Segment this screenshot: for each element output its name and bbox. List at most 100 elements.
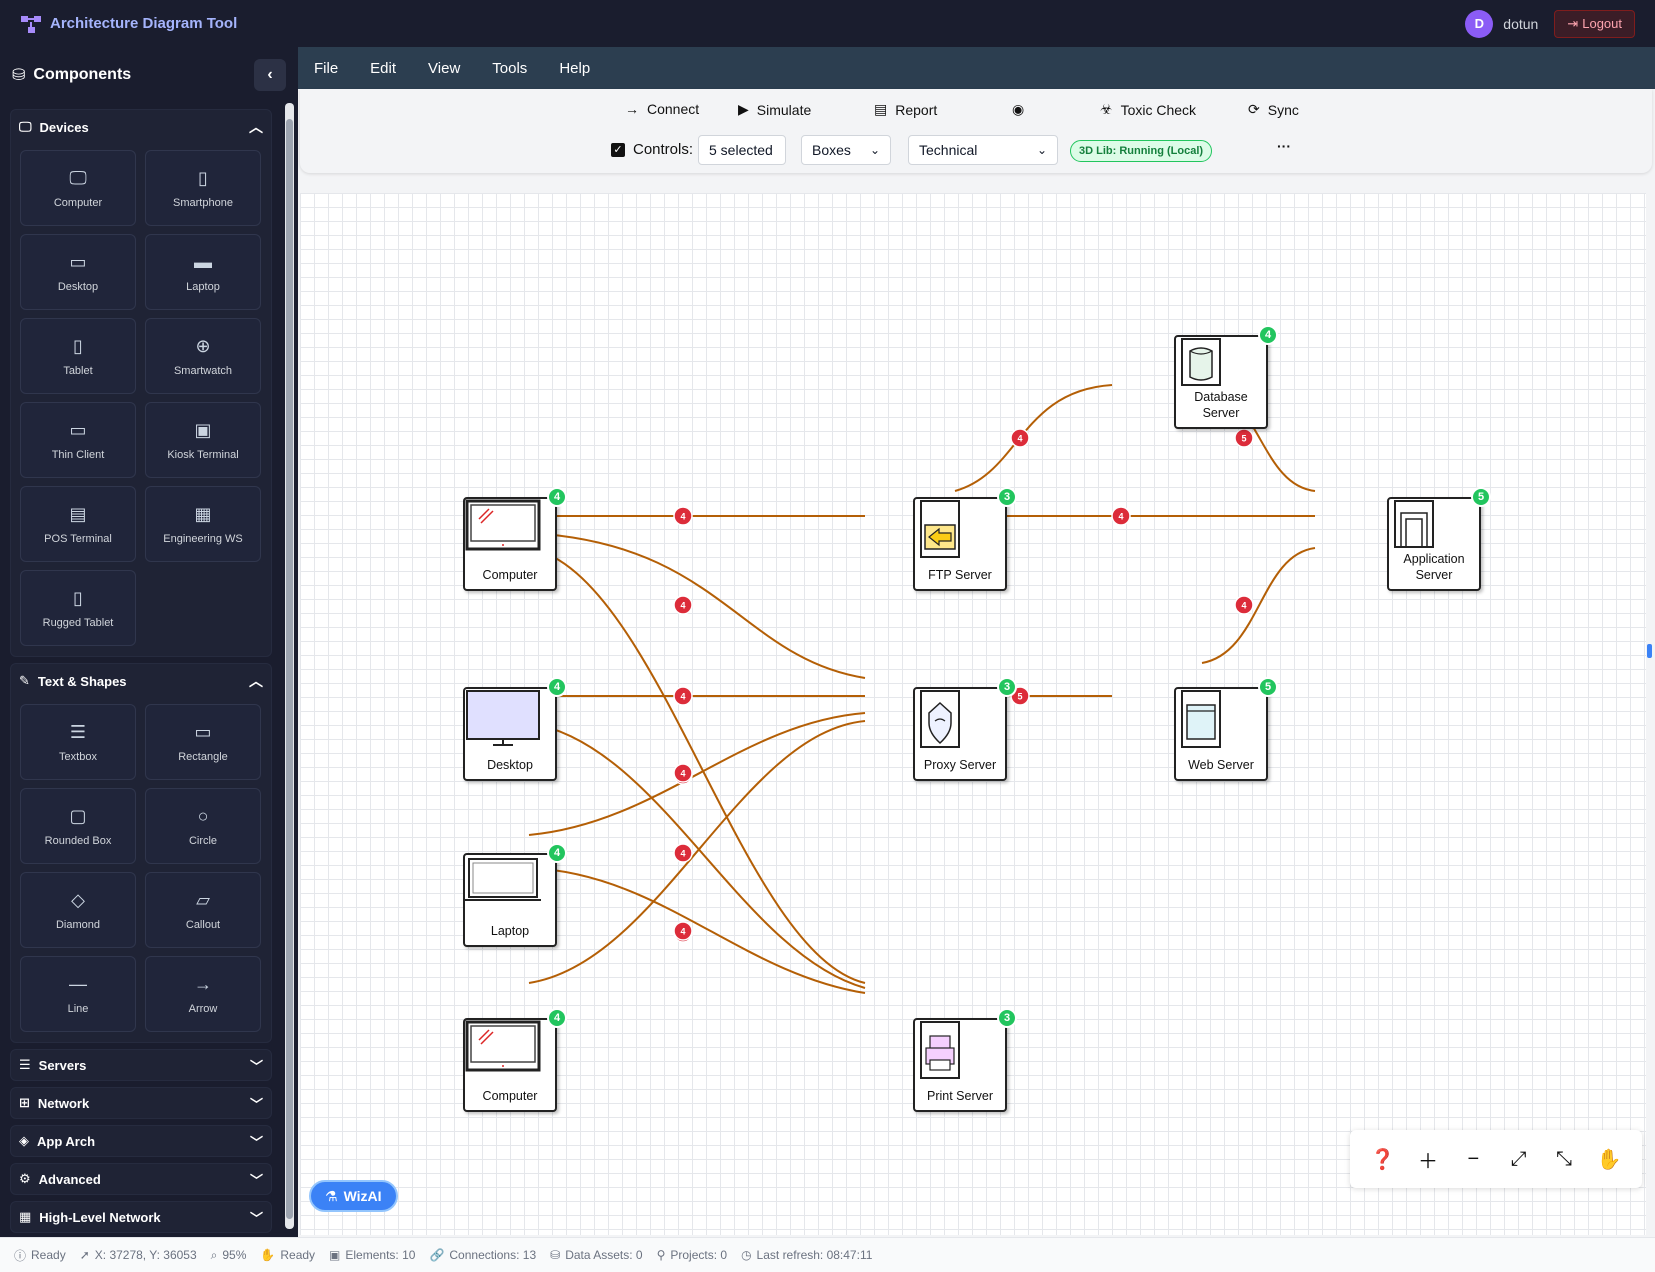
shapes-tile[interactable]: —Line: [20, 956, 136, 1032]
fit-icon[interactable]: ⤢: [1510, 1147, 1527, 1170]
edge-badge[interactable]: 4: [673, 843, 693, 863]
node-web-server[interactable]: 5 Web Server: [1174, 677, 1278, 781]
controls-select[interactable]: 5 selected: [698, 135, 786, 165]
connection-edge[interactable]: [528, 532, 866, 679]
checkbox-checked-icon[interactable]: ✓: [611, 142, 625, 157]
edge-badge[interactable]: 4: [673, 506, 693, 526]
zoom-out-icon[interactable]: −: [1467, 1147, 1480, 1170]
diagram-canvas[interactable]: 4444444444554 4 Computer 4 Desktop 4 Lap…: [300, 193, 1646, 1235]
section-advanced[interactable]: ⚙Advanced﹀: [10, 1163, 272, 1195]
node-desktop[interactable]: 4 Desktop: [463, 677, 567, 781]
edge-badge[interactable]: 4: [1234, 595, 1254, 615]
node-proxy-server[interactable]: 3 Proxy Server: [913, 677, 1017, 781]
devices-tile[interactable]: ▣Kiosk Terminal: [145, 402, 261, 478]
devices-section-header[interactable]: 🖵 Devices ︿: [11, 110, 271, 144]
node-ftp-server[interactable]: 3 FTP Server: [913, 487, 1017, 591]
chevron-up-icon: ︿: [249, 673, 263, 689]
shapes-tile[interactable]: ◇Diamond: [20, 872, 136, 948]
menu-file[interactable]: File: [314, 59, 339, 77]
devices-tile[interactable]: ▯Rugged Tablet: [20, 570, 136, 646]
edge-badge[interactable]: 4: [673, 686, 693, 706]
node-database-server[interactable]: 4 Database Server: [1174, 325, 1278, 429]
menu-view[interactable]: View: [428, 59, 461, 77]
hide-toggle-button[interactable]: ◉: [1012, 101, 1024, 118]
logout-button[interactable]: ⇥ Logout: [1554, 9, 1635, 38]
shapes-section-header[interactable]: ✎ Text & Shapes ︿: [11, 664, 271, 698]
node-application-server[interactable]: 5 Application Server: [1387, 487, 1491, 591]
connection-edge[interactable]: [528, 720, 866, 984]
connection-edge[interactable]: [528, 712, 866, 836]
report-button[interactable]: ▤Report: [874, 101, 937, 118]
shapes-tile[interactable]: →Arrow: [145, 956, 261, 1032]
collapse-sidebar-button[interactable]: ‹: [254, 59, 286, 91]
devices-tile[interactable]: ▯Tablet: [20, 318, 136, 394]
section-network[interactable]: ⊞Network﹀: [10, 1087, 272, 1119]
devices-tile[interactable]: 🖵Computer: [20, 150, 136, 226]
canvas-scroll-indicator[interactable]: [1647, 644, 1652, 658]
wizai-button[interactable]: ⚗ WizAI: [309, 1180, 398, 1212]
devices-tile[interactable]: ▦Engineering WS: [145, 486, 261, 562]
section-high-level-network[interactable]: ▦High-Level Network﹀: [10, 1201, 272, 1233]
connection-edge[interactable]: [954, 384, 1113, 492]
monitor-icon: 🖵: [69, 167, 87, 188]
building-icon: ▦: [19, 1209, 32, 1224]
devices-tile[interactable]: ▬Laptop: [145, 234, 261, 310]
simulate-button[interactable]: ▶Simulate: [738, 101, 811, 118]
menu-edit[interactable]: Edit: [370, 59, 397, 77]
status-refresh-text: Last refresh: 08:47:11: [756, 1248, 873, 1262]
logout-icon: ⇥: [1567, 15, 1579, 31]
devices-tile[interactable]: ▭Desktop: [20, 234, 136, 310]
connection-edge[interactable]: [528, 867, 866, 994]
shapes-tile[interactable]: ▭Rectangle: [145, 704, 261, 780]
node-computer-2[interactable]: 4 Computer: [463, 1008, 567, 1112]
sidebar-scrollbar[interactable]: [285, 103, 294, 1229]
connection-edge[interactable]: [528, 547, 866, 984]
edge-badge[interactable]: 5: [1234, 428, 1254, 448]
chevron-down-icon: ﹀: [249, 1134, 263, 1150]
sync-icon: ⟳: [1248, 101, 1260, 117]
node-computer-1[interactable]: 4 Computer: [463, 487, 567, 591]
menu-tools[interactable]: Tools: [492, 59, 528, 77]
smartwatch-icon: ⊕: [195, 335, 211, 356]
mode-select[interactable]: Technical⌄: [908, 135, 1058, 165]
avatar[interactable]: D: [1465, 9, 1494, 38]
section-servers[interactable]: ☰Servers﹀: [10, 1049, 272, 1081]
layers-icon: ◈: [19, 1133, 29, 1148]
laptop-icon: [465, 855, 555, 923]
edge-badge-label: 4: [680, 769, 685, 779]
edge-badge[interactable]: 4: [673, 595, 693, 615]
sync-button[interactable]: ⟳Sync: [1248, 101, 1299, 118]
tile-label: Diamond: [55, 919, 101, 931]
devices-tile[interactable]: ▭Thin Client: [20, 402, 136, 478]
scrollbar-thumb[interactable]: [286, 119, 293, 1219]
mode-value: Technical: [919, 142, 978, 158]
shape-style-select[interactable]: Boxes⌄: [801, 135, 891, 165]
menu-help[interactable]: Help: [559, 59, 591, 77]
zoom-in-icon[interactable]: ＋: [1417, 1150, 1438, 1173]
connect-button[interactable]: →Connect: [625, 101, 699, 117]
edge-badge[interactable]: 4: [1111, 506, 1131, 526]
pan-icon[interactable]: ✋: [1596, 1148, 1622, 1171]
controls-toggle[interactable]: ✓ Controls:: [611, 141, 693, 158]
connection-edge[interactable]: [528, 722, 866, 989]
toxic-check-button[interactable]: ☣Toxic Check: [1100, 101, 1196, 118]
shapes-tile[interactable]: ☰Textbox: [20, 704, 136, 780]
help-icon[interactable]: ❓: [1370, 1148, 1396, 1171]
node-laptop[interactable]: 4 Laptop: [463, 843, 567, 947]
shapes-tile[interactable]: ▱Callout: [145, 872, 261, 948]
edge-badge[interactable]: 4: [673, 763, 693, 783]
controls-value: 5 selected: [709, 142, 773, 158]
edge-badge[interactable]: 4: [1010, 428, 1030, 448]
collapse-icon[interactable]: ⤡: [1555, 1147, 1572, 1170]
edge-badge[interactable]: 4: [673, 921, 693, 941]
connection-edge[interactable]: [1201, 547, 1316, 664]
shapes-tile[interactable]: ○Circle: [145, 788, 261, 864]
section-app-arch[interactable]: ◈App Arch﹀: [10, 1125, 272, 1157]
more-button[interactable]: ···: [1277, 138, 1291, 154]
devices-tile[interactable]: ⊕Smartwatch: [145, 318, 261, 394]
node-print-server[interactable]: 3 Print Server: [913, 1008, 1017, 1112]
devices-tile[interactable]: ▯Smartphone: [145, 150, 261, 226]
devices-tile[interactable]: ▤POS Terminal: [20, 486, 136, 562]
shapes-tile[interactable]: ▢Rounded Box: [20, 788, 136, 864]
status-data-assets: ⛁Data Assets: 0: [550, 1248, 642, 1262]
